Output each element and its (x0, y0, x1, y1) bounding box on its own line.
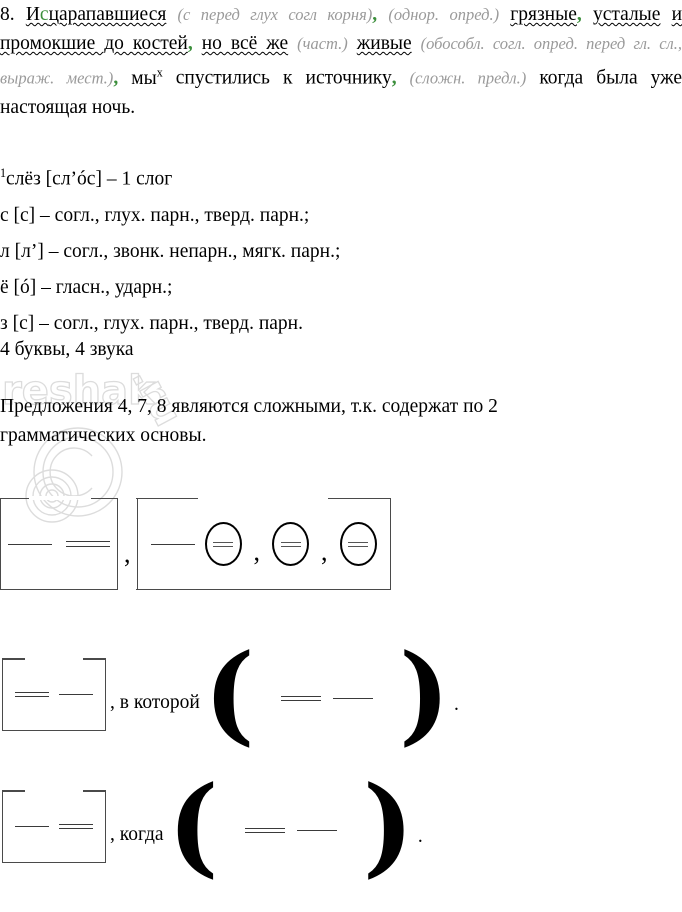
note-complex-sentence: (сложн. предл.) (409, 68, 527, 88)
paren-close: ) (362, 763, 414, 889)
green-comma-4: , (113, 67, 119, 89)
transcription: [сл’óс] (45, 168, 102, 190)
scheme-2-period: . (453, 693, 459, 715)
homogeneous-predicate-circle-1 (204, 522, 242, 566)
paren-close: ) (398, 631, 450, 757)
scheme-3-connector: , когда (110, 823, 164, 845)
phonetic-line-3: ё [ó] – гласн., ударн.; (0, 276, 173, 298)
syllable-count: 1 слог (121, 168, 173, 190)
word-prefix: И (25, 4, 40, 25)
note-spelling-rule: (с перед глух согл корня) (177, 5, 373, 24)
bracket-top-gap (29, 496, 91, 501)
scheme-3-period: . (417, 825, 423, 847)
predicate-line (59, 824, 93, 830)
analysis-superscript: 1 (0, 166, 7, 180)
subject-line (296, 830, 337, 832)
double-line (213, 541, 233, 547)
homogeneous-predicate-circle-2 (272, 522, 309, 566)
double-line (280, 541, 301, 547)
homogeneous-comma-1: , (253, 537, 261, 566)
item-number: 8. (0, 4, 15, 25)
scheme-1-clause-2: , , (136, 496, 391, 592)
phonetic-line-1: с [с] – согл., глух. парн., тверд. парн.… (0, 204, 310, 226)
homogeneous-comma-2: , (321, 537, 328, 566)
subject-text: мы (131, 67, 157, 89)
subject-line (15, 826, 49, 828)
double-line (348, 541, 368, 547)
modifier-3: и промокшие до костей (0, 4, 682, 54)
note-homogeneous-modifiers: (однор. опред.) (388, 5, 500, 24)
clause-members (8, 541, 110, 547)
phonetic-line-2: л [л’] – согл., звонк. непарн., мягк. па… (0, 240, 341, 262)
subject-line (59, 694, 93, 696)
scheme-2-main-clause (1, 657, 107, 733)
modifier-1: грязные (510, 4, 577, 25)
word-stem: царапавшиеся (48, 4, 167, 25)
subject-line (8, 543, 52, 545)
green-comma-3: , (187, 33, 193, 54)
sentence-scheme-1: , , , (0, 496, 391, 592)
sentence-scheme-2: , в которой ( ) . (0, 631, 459, 757)
bracket-bottom-gap (29, 587, 91, 592)
letters-sounds-count: 4 буквы, 4 звука (0, 339, 134, 360)
sentence-scheme-3: , когда ( ) . (0, 763, 423, 889)
explanation-line-1: Предложения 4, 7, 8 являются сложными, т… (0, 396, 498, 417)
subject-word: мых (131, 65, 163, 89)
bracket-top-gap (25, 789, 83, 794)
bracket-bottom-gap (197, 587, 328, 592)
analyzed-word: слёз (6, 168, 41, 190)
conjunction-phrase: но всё же (201, 33, 289, 54)
bracket-top-gap (25, 657, 83, 662)
homogeneous-predicate-circle-3 (339, 522, 377, 566)
modifier-4: живые (356, 33, 412, 54)
note-detached-modifier: (обособл. согл. опред. перед гл. сл., вы… (0, 34, 682, 88)
predicate-phrase: спустились к источнику (175, 67, 392, 89)
scheme-1-clause-1 (0, 496, 119, 592)
subject-line (150, 543, 195, 545)
green-comma-1: , (372, 4, 378, 25)
clause-members (15, 824, 93, 830)
scheme-3-subordinate-clause: ( ) (167, 763, 414, 889)
predicate-line (244, 828, 285, 834)
phonetic-analysis-block: 1слёз [сл’óс] – 1 слог с [с] – согл., гл… (0, 155, 560, 342)
dash: – (106, 168, 117, 190)
scheme-3-main-clause (1, 789, 107, 865)
scheme-1-comma: , (124, 539, 131, 568)
explanation-paragraph: Предложения 4, 7, 8 являются сложными, т… (0, 392, 682, 450)
participle-phrase: Исцарапавшиеся (26, 4, 167, 25)
paren-open: ( (167, 763, 219, 889)
clause-members (15, 692, 93, 698)
clause-members (255, 696, 399, 702)
clause-members: , , (150, 522, 377, 566)
scheme-2-connector: , в которой (110, 691, 200, 713)
highlighted-letter: с (39, 4, 49, 25)
predicate-line (280, 696, 321, 702)
subject-marker: х (156, 65, 163, 79)
bracket-bottom-gap (25, 860, 83, 865)
subordinate-clause: когда была уже настоящая ночь. (0, 67, 682, 118)
predicate-line (66, 541, 110, 547)
explanation-line-2: грамматических основы. (0, 425, 207, 446)
subject-line (332, 698, 373, 700)
predicate-line (15, 692, 49, 698)
phonetic-headline: 1слёз [сл’óс] – 1 слог (0, 155, 560, 198)
bracket-bottom-gap (25, 728, 83, 733)
paren-open: ( (203, 631, 255, 757)
phonetic-line-4: з [с] – согл., глух. парн., тверд. парн. (0, 312, 303, 334)
modifier-2: усталые (592, 4, 661, 25)
green-comma-2: , (576, 4, 582, 25)
green-comma-5: , (391, 67, 397, 89)
note-particle: (част.) (297, 34, 348, 53)
sentence-analysis-paragraph: 8. Исцарапавшиеся (с перед глух согл кор… (0, 0, 682, 122)
clause-members (219, 828, 363, 834)
bracket-top-gap (197, 496, 328, 501)
scheme-2-subordinate-clause: ( ) (203, 631, 450, 757)
